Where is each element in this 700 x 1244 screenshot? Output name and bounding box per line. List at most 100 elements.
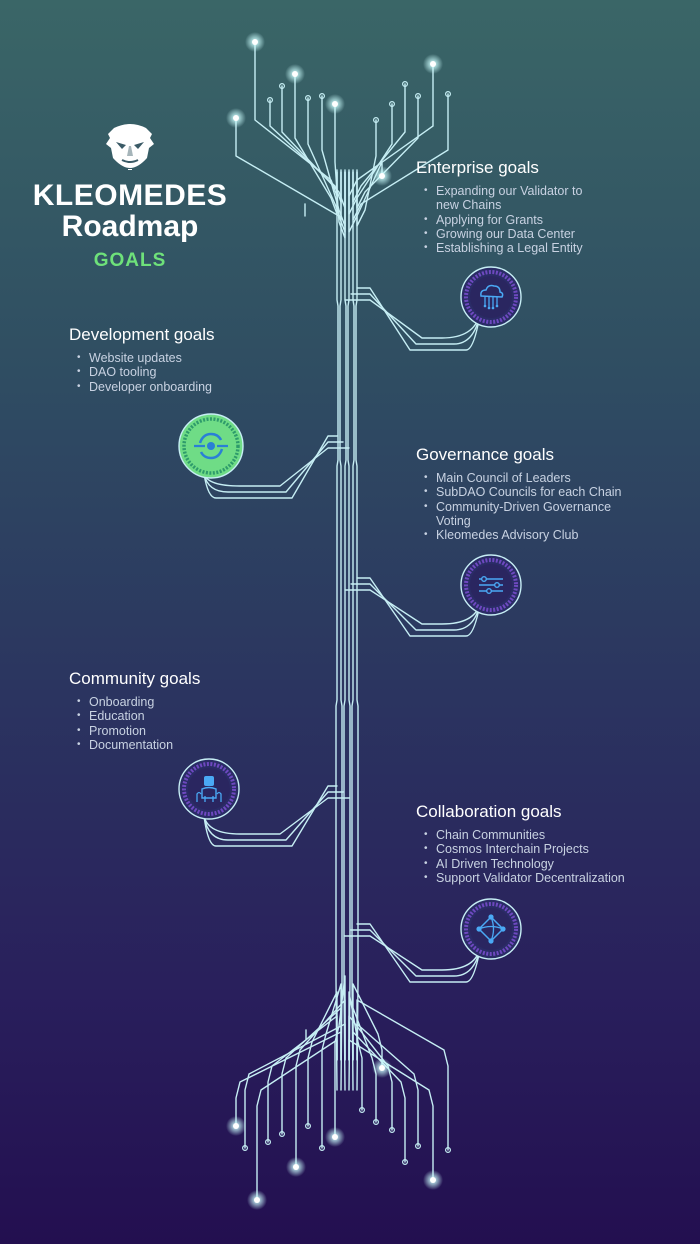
circuit-node <box>373 1118 380 1125</box>
root-trace <box>356 999 449 1151</box>
glowing-node-core <box>233 115 239 121</box>
governance-goals-title: Governance goals <box>416 445 554 464</box>
glowing-node-core <box>430 1177 436 1183</box>
trunk-line <box>343 169 347 1091</box>
brand-subtitle: GOALS <box>93 250 167 271</box>
list-item: Chain Communities <box>424 828 625 843</box>
glowing-node-core <box>233 1123 239 1129</box>
trunk-line <box>339 169 343 1091</box>
list-item: Applying for Grants <box>424 213 583 228</box>
glowing-node-core <box>430 61 436 67</box>
crown-trace <box>356 119 377 227</box>
people-leader-icon <box>178 758 240 820</box>
trunk-line <box>355 169 359 1091</box>
root-trace <box>307 991 338 1127</box>
collaboration-goals-title: Collaboration goals <box>416 802 562 821</box>
circuit-node <box>279 82 286 89</box>
list-item: Main Council of Leaders <box>424 471 622 486</box>
community-goals-list: Onboarding Education Promotion Documenta… <box>69 695 200 752</box>
list-item: Establishing a Legal Entity <box>424 241 583 256</box>
enterprise-goals-title: Enterprise goals <box>416 158 539 177</box>
circuit-node <box>445 90 452 97</box>
circuit-node <box>359 1106 366 1113</box>
branch-left <box>203 791 344 841</box>
community-goals: Community goals Onboarding Education Pro… <box>69 669 200 752</box>
community-badge <box>178 758 240 820</box>
enterprise-goals-list: Expanding our Validator to new Chains Ap… <box>416 184 583 256</box>
glowing-node-core <box>293 1164 299 1170</box>
list-item: Promotion <box>77 724 200 739</box>
circuit-node <box>445 1146 452 1153</box>
list-item: Community-Driven Governance <box>424 500 622 515</box>
circuit-node <box>373 116 380 123</box>
circuit-node <box>267 96 274 103</box>
circuit-node <box>265 1138 272 1145</box>
list-item: Developer onboarding <box>77 380 215 395</box>
circuit-node <box>402 1158 409 1165</box>
circuit-node <box>415 1142 422 1149</box>
root-trace <box>334 975 346 1138</box>
governance-goals: Governance goals Main Council of Leaders… <box>416 445 622 543</box>
list-item: Cosmos Interchain Projects <box>424 842 625 857</box>
circuit-node <box>415 92 422 99</box>
list-item: Kleomedes Advisory Club <box>424 528 622 543</box>
list-item: SubDAO Councils for each Chain <box>424 485 621 500</box>
list-item: Expanding our Validator to <box>424 184 583 199</box>
crown-trace <box>352 93 449 221</box>
trunk-line <box>351 169 355 1091</box>
enterprise-badge <box>460 266 522 328</box>
glowing-node-core <box>379 173 385 179</box>
circuit-node <box>279 1130 286 1137</box>
list-item: Onboarding <box>77 695 200 710</box>
development-badge <box>178 413 244 479</box>
circuit-nodes <box>242 80 452 1165</box>
branch-left <box>203 797 350 835</box>
crown-trace <box>307 97 342 221</box>
development-goals: Development goals Website updates DAO to… <box>69 325 215 394</box>
crown-trace <box>269 99 342 203</box>
crown-trace <box>334 103 346 239</box>
cloud-network-icon <box>460 266 522 328</box>
list-item: AI Driven Technology <box>424 857 625 872</box>
list-item: Documentation <box>77 738 200 753</box>
branch-left <box>203 435 338 499</box>
circuit-node <box>242 1144 249 1151</box>
list-item-continued: new Chains <box>436 198 502 213</box>
trunk-line <box>347 169 351 1091</box>
glowing-node-core <box>254 1197 260 1203</box>
glowing-node-core <box>252 39 258 45</box>
list-item: Education <box>77 709 200 724</box>
code-sync-icon <box>178 413 244 479</box>
trunk-line <box>335 169 339 1091</box>
root-trace <box>352 983 383 1069</box>
hub-connection-icon <box>460 898 522 960</box>
glowing-node-core <box>332 101 338 107</box>
glowing-node-core <box>332 1134 338 1140</box>
list-item: DAO tooling <box>77 365 215 380</box>
branch-left <box>203 785 338 847</box>
circuit-node <box>319 92 326 99</box>
development-goals-list: Website updates DAO tooling Developer on… <box>69 351 215 394</box>
list-item: Growing our Data Center <box>424 227 583 242</box>
list-item: Website updates <box>77 351 215 366</box>
kleomedes-face-icon <box>106 124 154 170</box>
governance-badge <box>460 554 522 616</box>
root-trace <box>348 991 363 1111</box>
circuit-node <box>389 100 396 107</box>
governance-goals-list: Main Council of Leaders SubDAO Councils … <box>416 471 622 543</box>
circuit-node <box>305 1122 312 1129</box>
sliders-network-icon <box>460 554 522 616</box>
glowing-node-core <box>379 1065 385 1071</box>
list-item-continued: Voting <box>436 513 471 528</box>
circuit-node <box>305 94 312 101</box>
circuit-node <box>319 1144 326 1151</box>
community-goals-title: Community goals <box>69 669 201 688</box>
circuit-glows <box>226 32 443 1210</box>
collaboration-goals-list: Chain Communities Cosmos Interchain Proj… <box>416 828 625 885</box>
enterprise-goals: Enterprise goals Expanding our Validator… <box>416 158 583 256</box>
circuit-node <box>389 1126 396 1133</box>
collaboration-badge <box>460 898 522 960</box>
circuit-node <box>402 80 409 87</box>
brand-title: KLEOMEDES <box>32 179 228 212</box>
brand-block: KLEOMEDES Roadmap GOALS <box>30 122 230 272</box>
